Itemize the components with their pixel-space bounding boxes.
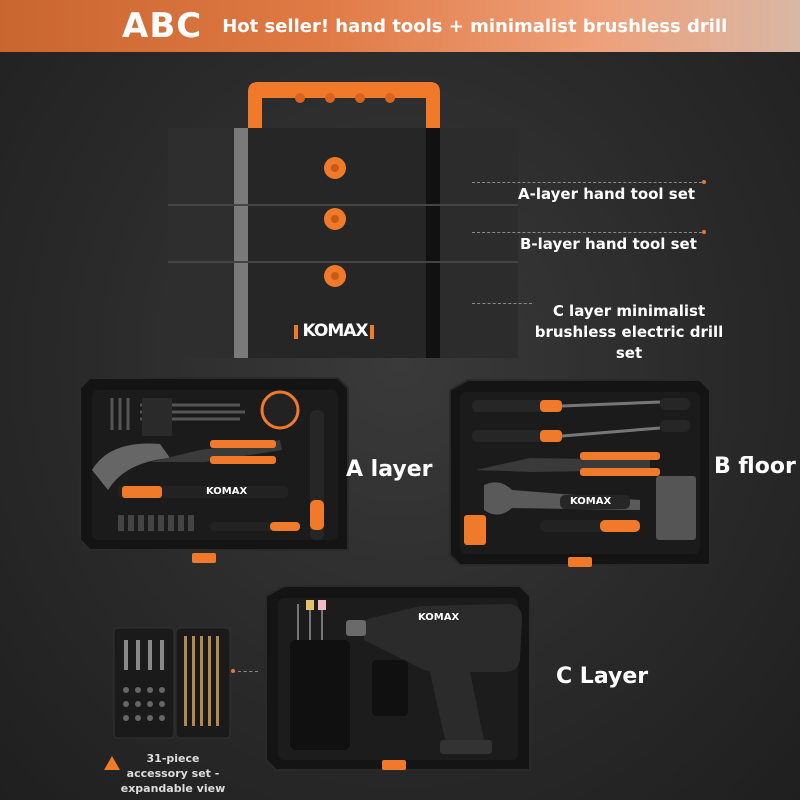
callout-b-layer: B-layer hand tool set — [520, 235, 697, 253]
stacked-toolbox — [168, 82, 518, 358]
box-logo: KOMAX — [302, 321, 368, 341]
accessory-note: 31-piece accessory set - expandable view — [108, 751, 238, 796]
callout-dot-b — [702, 230, 706, 234]
drill-brand: KOMAX — [418, 612, 460, 623]
accessory-line1: 31-piece — [146, 752, 200, 765]
left-stripe — [234, 128, 248, 358]
callout-c-layer-line1: C layer minimalist — [552, 302, 706, 320]
callout-dot-accessory — [231, 669, 235, 673]
top-banner: ABC Hot seller! hand tools + minimalist … — [0, 0, 800, 52]
a-tray-brand: KOMAX — [206, 486, 248, 497]
b-floor-label: B floor — [714, 454, 796, 479]
box-handle — [248, 82, 440, 130]
a-layer-tray — [79, 377, 349, 563]
accessory-line3: expandable view — [120, 782, 226, 795]
callout-c-layer-line2: brushless electric drill set — [534, 323, 724, 362]
accessory-line2: accessory set - — [126, 767, 220, 780]
callout-dot-a — [702, 180, 706, 184]
callout-line-a — [472, 182, 702, 183]
b-floor-tray — [449, 379, 711, 567]
accessory-case — [104, 627, 231, 770]
callout-line-c — [472, 303, 532, 304]
callout-line-accessory — [238, 671, 258, 672]
b-tray-brand: KOMAX — [570, 496, 612, 507]
brand-name: ABC — [122, 6, 203, 46]
a-layer-label: A layer — [346, 457, 433, 482]
banner-tagline: Hot seller! hand tools + minimalist brus… — [222, 15, 728, 37]
triangle-marker-icon — [104, 756, 120, 770]
c-layer-label: C Layer — [556, 664, 649, 689]
electric-drill — [364, 604, 522, 744]
callout-a-layer: A-layer hand tool set — [518, 185, 696, 203]
callout-line-b — [472, 232, 702, 233]
c-layer-tray — [265, 585, 531, 771]
